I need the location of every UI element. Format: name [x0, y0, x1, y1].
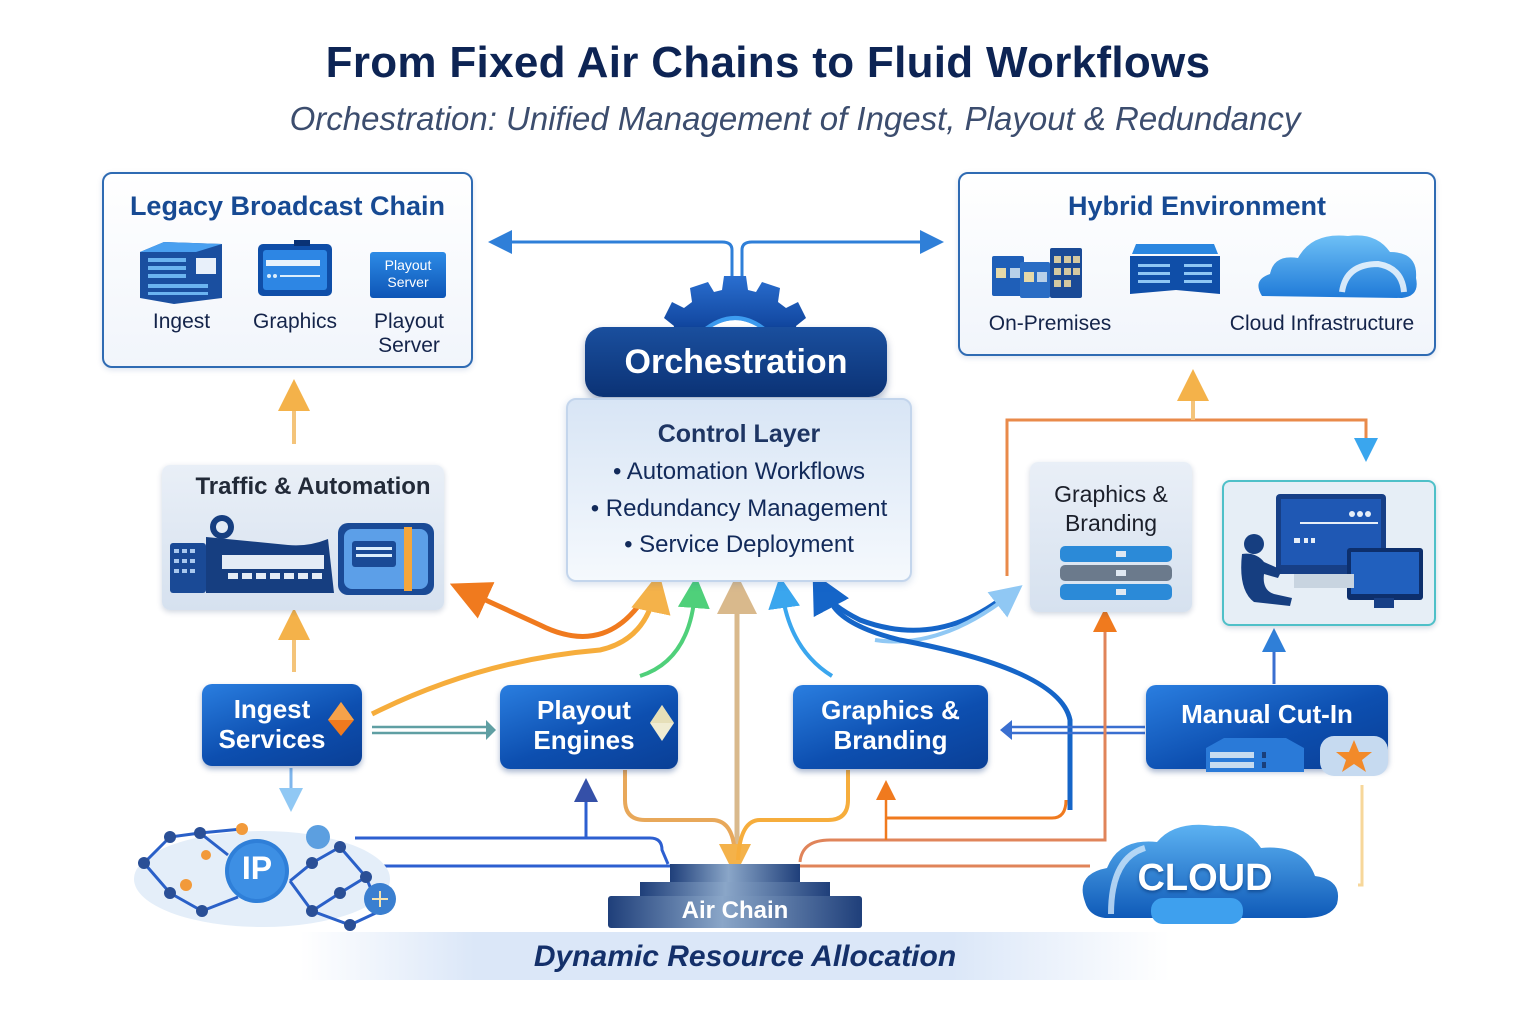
traffic-card-title: Traffic & Automation: [195, 473, 431, 500]
ip-label: IP: [241, 850, 273, 886]
graphics-card-title-line1: Graphics &: [1054, 481, 1168, 507]
arrow-ingest-to-control: [370, 572, 671, 717]
page-title: From Fixed Air Chains to Fluid Workflows: [325, 38, 1211, 87]
playout-badge-line2: Server: [387, 274, 429, 290]
connector-ip-airchain-bend: [586, 836, 670, 865]
arrow-control-to-traffic: [449, 582, 653, 639]
on-premises-servers-icon: [992, 248, 1082, 298]
storage-stack-icon: [1060, 546, 1172, 600]
control-layer-title: Control Layer: [657, 420, 821, 448]
connector-manual-to-control: [827, 598, 1073, 810]
connector-to-legacy: [488, 230, 734, 285]
playout-label-line2: Server: [378, 334, 440, 357]
graphics-card-icon: [258, 240, 332, 296]
manual-node-label: Manual Cut-In: [1181, 699, 1353, 729]
playout-engines-node[interactable]: Playout Engines: [500, 685, 678, 769]
playout-node-line1: Playout: [537, 695, 631, 725]
graphics-card-title-line2: Branding: [1064, 510, 1158, 536]
legacy-broadcast-panel: Legacy Broadcast Chain Ingest Graphics P…: [102, 172, 473, 368]
connector-airchain-to-graphicscard: [798, 608, 1117, 863]
data-center-icon: [1130, 244, 1220, 294]
page-subtitle: Orchestration: Unified Management of Ing…: [289, 100, 1301, 137]
arrowhead: [486, 720, 496, 740]
graphics-card-title: Graphics & Branding: [1030, 480, 1192, 538]
control-bullet-redundancy: • Redundancy Management: [590, 495, 888, 522]
air-chain-block: [608, 864, 862, 928]
arrow-control-to-graphicscard: [874, 585, 1023, 644]
graphics-node-line2: Branding: [833, 725, 948, 755]
cream-diamond-icon: [650, 705, 674, 741]
legacy-item-ingest: Ingest: [152, 310, 211, 333]
arrow-manual-to-graphics: [1012, 725, 1145, 735]
graphics-branding-node[interactable]: Graphics & Branding: [793, 685, 988, 769]
traffic-automation-card: Traffic & Automation: [162, 465, 444, 610]
server-rack-icon: [140, 242, 222, 304]
connector-graphics-to-airchain: [886, 799, 1068, 820]
playout-badge-line1: Playout: [384, 257, 432, 273]
control-layer-panel: Control Layer • Automation Workflows • R…: [566, 398, 912, 582]
hybrid-item-on-premises: On-Premises: [988, 312, 1112, 335]
server-star-icon: [1206, 736, 1388, 776]
orchestration-label: Orchestration: [585, 327, 887, 397]
arrow-ingest-to-playout: [372, 725, 486, 735]
ingest-services-node[interactable]: Ingest Services: [202, 684, 362, 766]
arrowhead: [1000, 720, 1012, 740]
playout-label-line1: Playout: [373, 310, 445, 333]
graphics-node-line1: Graphics &: [821, 695, 960, 725]
connector-graphics-to-airchain-2: [736, 770, 850, 861]
traffic-automation-icon: [170, 515, 434, 595]
orange-diamond-icon: [328, 702, 354, 736]
hybrid-item-cloud-infrastructure: Cloud Infrastructure: [1229, 312, 1415, 335]
legacy-panel-title: Legacy Broadcast Chain: [129, 191, 446, 221]
cloud-label: CLOUD: [1137, 857, 1273, 899]
cloud-infrastructure-icon: [1258, 235, 1417, 298]
air-chain-label: Air Chain: [681, 897, 789, 924]
ingest-node-line2: Services: [218, 724, 326, 754]
connector-cloud-to-manual: [1358, 785, 1364, 887]
playout-node-line2: Engines: [533, 725, 635, 755]
graphics-branding-card: Graphics & Branding: [1030, 462, 1192, 612]
operator-workstation-icon: [1241, 494, 1423, 608]
dynamic-allocation-label: Dynamic Resource Allocation: [533, 940, 957, 973]
dynamic-allocation-band: [300, 932, 1170, 980]
operator-workstation-card: [1222, 480, 1436, 626]
legacy-item-graphics: Graphics: [252, 310, 338, 333]
hybrid-panel-title: Hybrid Environment: [1067, 191, 1327, 221]
cloud-icon: [1082, 824, 1339, 924]
ingest-node-line1: Ingest: [233, 694, 311, 724]
arrow-graphicscard-control: [812, 572, 1012, 633]
connector-to-hybrid: [740, 230, 944, 285]
playout-server-icon: Playout Server: [370, 252, 446, 298]
ip-network-icon: [134, 823, 396, 931]
connector-playout-to-airchain: [623, 770, 751, 876]
connector-graphics-card-to-hybrid: [1005, 418, 1378, 576]
arrow-playout-control: [639, 576, 710, 678]
arrow-graphics-control: [768, 576, 834, 678]
control-bullet-automation: • Automation Workflows: [612, 458, 866, 485]
legacy-item-playout-server: Playout Server: [354, 310, 464, 358]
hybrid-environment-panel: Hybrid Environment On-Premises Cloud Inf…: [958, 172, 1436, 356]
control-bullet-deployment: • Service Deployment: [624, 531, 854, 558]
